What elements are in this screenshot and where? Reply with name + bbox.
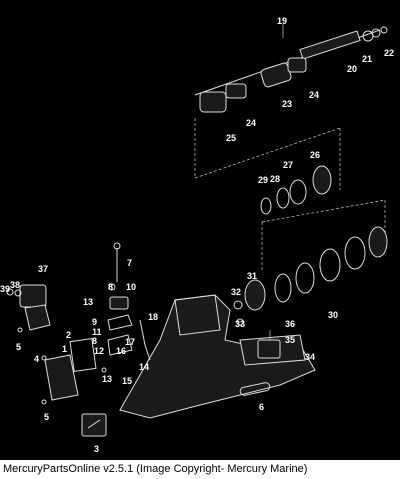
callout-1: 1: [62, 344, 67, 354]
callout-4: 4: [34, 354, 39, 364]
callout-18: 18: [148, 312, 158, 322]
callout-5-lower: 5: [44, 412, 49, 422]
callout-20: 20: [347, 64, 357, 74]
callout-17: 17: [125, 337, 135, 347]
callout-31: 31: [247, 271, 257, 281]
bearing-gear-set: [233, 165, 388, 326]
copyright-footer: MercuryPartsOnline v2.5.1 (Image Copyrig…: [0, 460, 400, 479]
callout-39: 39: [0, 284, 10, 294]
callout-8-upper: 8: [108, 282, 113, 292]
callout-19: 19: [277, 16, 287, 26]
callout-24-upper: 24: [309, 90, 319, 100]
callout-24-lower: 24: [246, 118, 256, 128]
callout-14: 14: [139, 362, 149, 372]
callout-16: 16: [116, 346, 126, 356]
callout-35: 35: [285, 335, 295, 345]
callout-3: 3: [94, 444, 99, 454]
callout-33: 33: [235, 319, 245, 329]
callout-9: 9: [92, 317, 97, 327]
callout-10: 10: [126, 282, 136, 292]
callout-6: 6: [259, 402, 264, 412]
callout-2: 2: [66, 330, 71, 340]
callout-22: 22: [384, 48, 394, 58]
callout-30: 30: [328, 310, 338, 320]
callout-25: 25: [226, 133, 236, 143]
callout-7: 7: [127, 258, 132, 268]
callout-13-lower: 13: [102, 374, 112, 384]
callout-23: 23: [282, 99, 292, 109]
callout-15: 15: [122, 376, 132, 386]
drive-shaft-assembly: [194, 24, 388, 190]
callout-32: 32: [231, 287, 241, 297]
callout-38: 38: [10, 280, 20, 290]
callout-27: 27: [283, 160, 293, 170]
callout-29: 29: [258, 175, 268, 185]
callout-11: 11: [92, 327, 102, 337]
callout-36: 36: [285, 319, 295, 329]
callout-5-upper: 5: [16, 342, 21, 352]
callout-12: 12: [94, 346, 104, 356]
callout-labels: 19 22 21 20 23 24 25 24 26 27 28 29 7 37…: [0, 16, 394, 454]
callout-8-lower: 8: [92, 336, 97, 346]
callout-13-upper: 13: [83, 297, 93, 307]
callout-21: 21: [362, 54, 372, 64]
callout-37: 37: [38, 264, 48, 274]
exploded-parts-diagram: 19 22 21 20 23 24 25 24 26 27 28 29 7 37…: [0, 16, 394, 454]
callout-34: 34: [305, 352, 315, 362]
callout-26: 26: [310, 150, 320, 160]
left-components: [6, 242, 151, 437]
callout-28: 28: [270, 174, 280, 184]
gear-housing: [119, 294, 316, 419]
